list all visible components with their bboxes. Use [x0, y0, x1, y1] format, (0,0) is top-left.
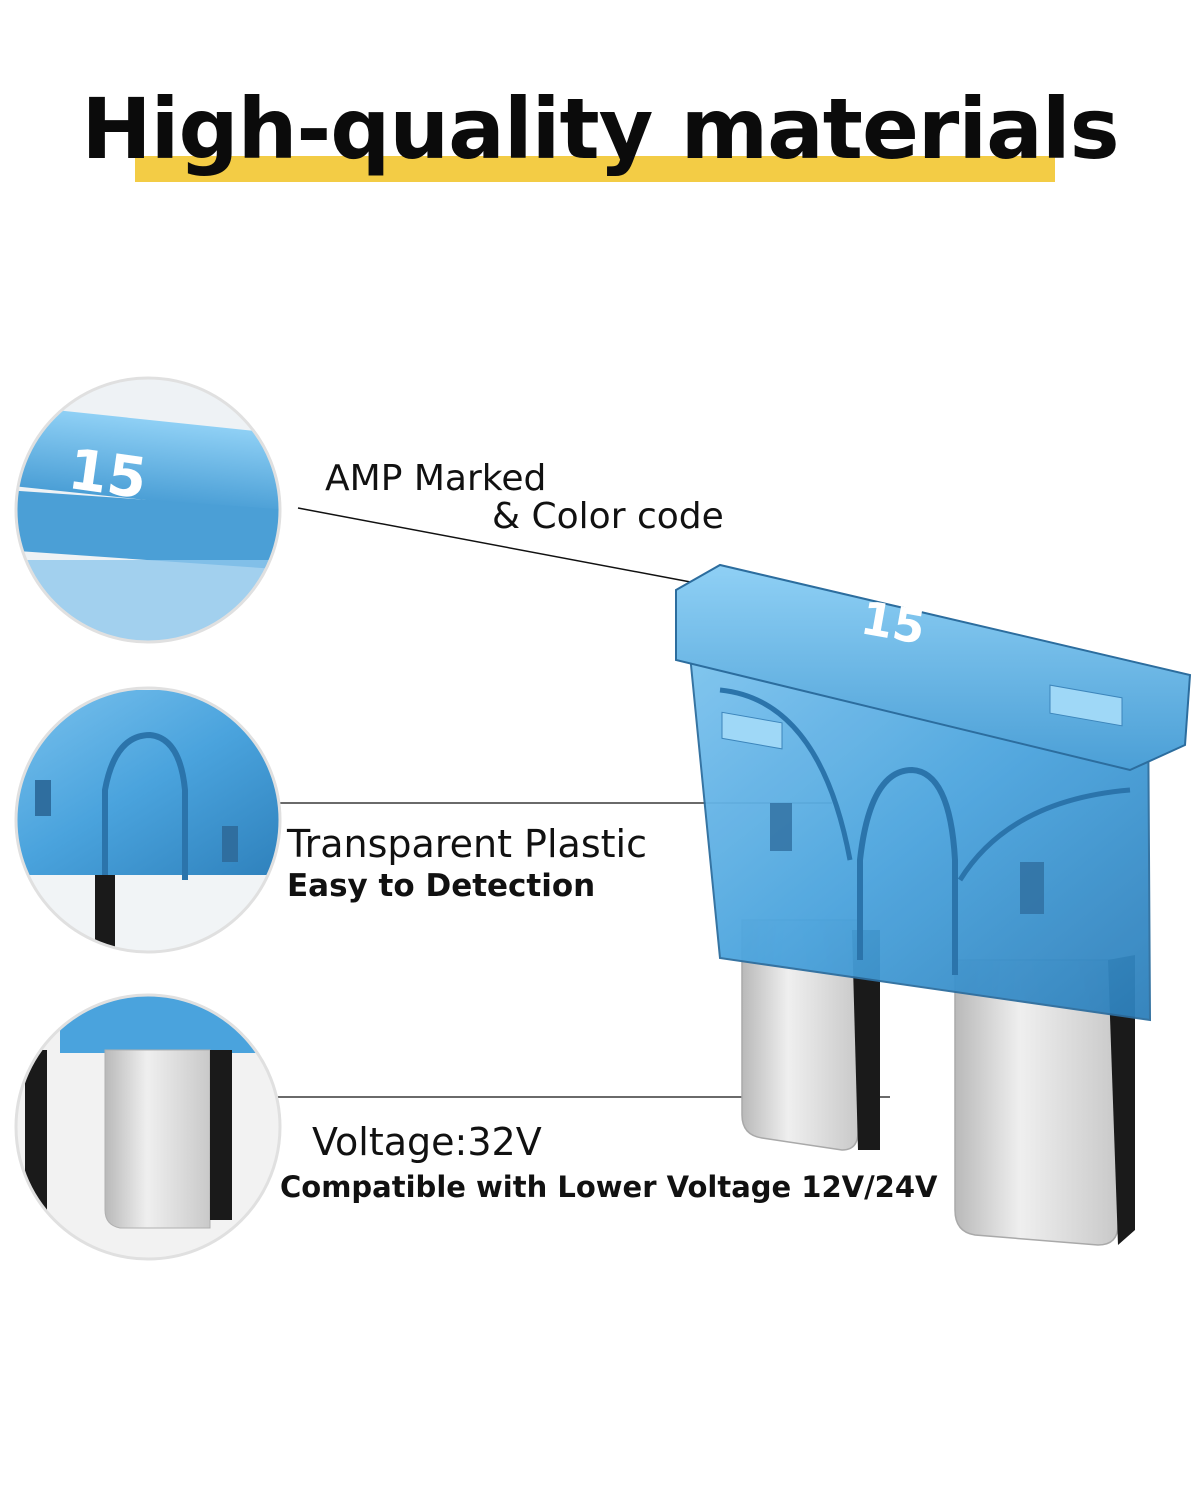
amp-rating-large: 15 — [857, 591, 929, 655]
amp-rating-zoom: 15 — [64, 437, 150, 512]
title-accent-bar — [135, 156, 1055, 182]
magnifier-circle-top-icon: 15 — [16, 378, 280, 642]
callout-plastic-subtitle: Easy to Detection — [287, 868, 596, 904]
callout-voltage-subtitle: Compatible with Lower Voltage 12V/24V — [280, 1170, 938, 1204]
fuse-top-cap — [675, 563, 1192, 772]
callout-amp-title: AMP Marked — [325, 458, 547, 499]
magnifier-circle-middle-icon — [16, 688, 280, 952]
blade-fuse-icon: 15 — [675, 563, 1192, 1246]
page-title: High-quality materials — [81, 80, 1119, 178]
callout-plastic-title: Transparent Plastic — [287, 822, 647, 866]
callout-voltage-title: Voltage:32V — [312, 1120, 542, 1164]
callout-amp-subtitle: & Color code — [492, 496, 724, 537]
title-container: High-quality materials — [0, 80, 1200, 178]
